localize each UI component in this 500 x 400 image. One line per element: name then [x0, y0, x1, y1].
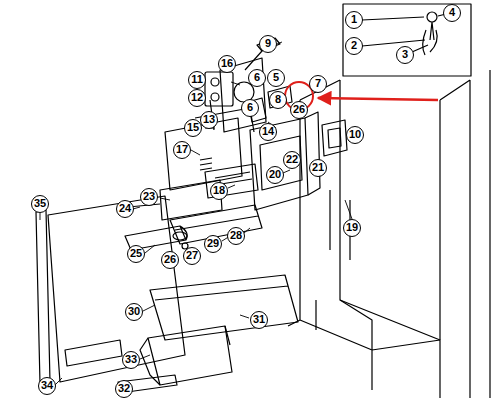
- callout-number: 13: [200, 111, 218, 129]
- shelf-glass: [150, 275, 298, 340]
- callout-number: 21: [309, 159, 327, 177]
- callout-number: 22: [283, 151, 301, 169]
- callout-number: 32: [115, 380, 133, 398]
- callout-number: 12: [188, 89, 206, 107]
- callout-number: 3: [396, 46, 414, 64]
- callout-number: 9: [259, 35, 277, 53]
- callout-number: 20: [266, 166, 284, 184]
- callout-number: 35: [31, 195, 49, 213]
- ice-maker-housing: [250, 118, 308, 210]
- callout-number: 10: [346, 126, 364, 144]
- callout-number: 16: [218, 55, 236, 73]
- callout-number: 4: [443, 4, 461, 22]
- callout-number: 28: [227, 227, 245, 245]
- callout-number: 7: [309, 75, 327, 93]
- callout-number: 18: [210, 182, 228, 200]
- callout-number: 30: [125, 303, 143, 321]
- callout-number: 25: [127, 245, 145, 263]
- callout-number: 31: [250, 311, 268, 329]
- front-cover: [165, 118, 242, 190]
- ice-maker-assembly: [118, 38, 347, 250]
- callout-number: 19: [343, 219, 361, 237]
- refrigerator-cabinet: [288, 70, 490, 398]
- callout-number: 26: [161, 251, 179, 269]
- callout-number: 6: [248, 69, 266, 87]
- leader-lines: [40, 42, 363, 385]
- callout-number: 23: [140, 188, 158, 206]
- switch: [322, 120, 347, 156]
- callout-number: 17: [173, 141, 191, 159]
- callout-number: 6: [241, 99, 259, 117]
- callout-number: 1: [345, 11, 363, 29]
- callout-number: 15: [184, 119, 202, 137]
- callout-number: 2: [345, 37, 363, 55]
- callout-number: 5: [267, 69, 285, 87]
- ice-bin: [118, 326, 232, 393]
- callout-number: 29: [204, 235, 222, 253]
- callout-number: 8: [269, 91, 287, 109]
- callout-number: 11: [188, 71, 206, 89]
- callout-number: 27: [183, 247, 201, 265]
- callout-number: 33: [122, 351, 140, 369]
- callout-number: 14: [259, 123, 277, 141]
- back-panel: [36, 196, 185, 384]
- inset-frame: [343, 4, 471, 76]
- callout-number: 26: [290, 101, 308, 119]
- callout-number: 34: [38, 377, 56, 395]
- highlight-arrow: [318, 98, 438, 100]
- callout-number: 24: [116, 200, 134, 218]
